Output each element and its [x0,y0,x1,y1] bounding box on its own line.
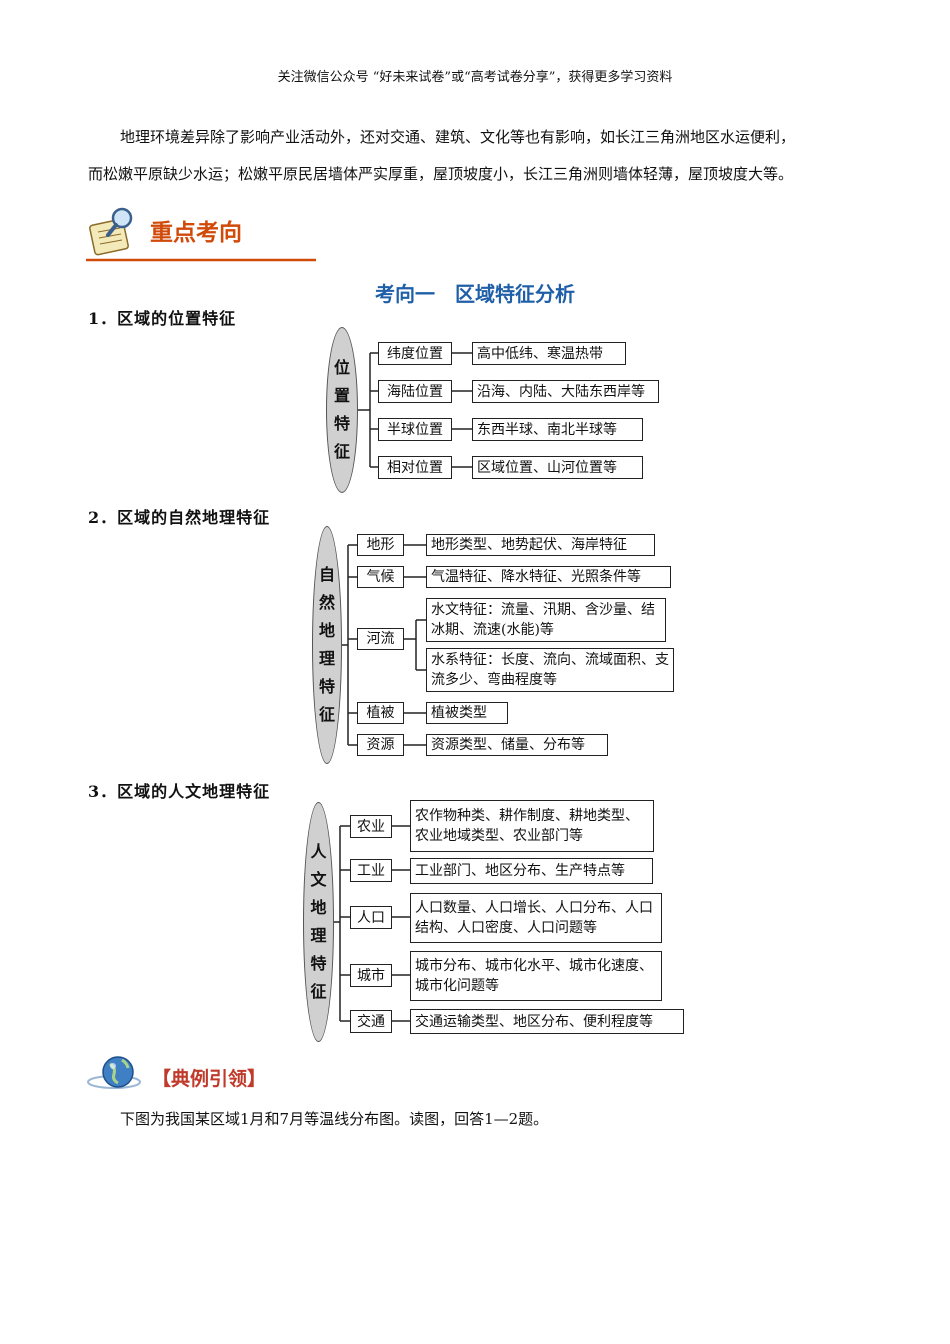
intro-line-2: 而松嫩平原缺少水运；松嫩平原民居墙体严实厚重，屋顶坡度小，长江三角洲则墙体轻薄，… [88,165,794,183]
diagram2-detail-vegetation: 植被类型 [426,702,508,724]
diagram1-label-latitude: 纬度位置 [378,342,452,365]
diagram1-detail-hemisphere: 东西半球、南北半球等 [472,418,643,441]
root-char: 然 [319,593,336,612]
diagram1-label-relative: 相对位置 [378,456,452,479]
section-title: 考向一区域特征分析 [0,278,950,307]
diagram2-label-resources: 资源 [357,734,404,756]
section-title-part1: 考向一 [375,282,435,306]
diagram3-detail-population: 人口数量、人口增长、人口分布、人口结构、人口密度、人口问题等 [410,893,662,943]
root-char: 征 [310,982,327,1001]
root-char: 文 [310,870,327,889]
diagram3-label-transport: 交通 [350,1010,392,1033]
diagram3-detail-industry: 工业部门、地区分布、生产特点等 [410,858,653,884]
example-label: 【典例引领】 [152,1068,267,1090]
diagram1-label-hemisphere: 半球位置 [378,418,452,441]
globe-icon [87,1056,141,1089]
example-text: 下图为我国某区域1月和7月等温线分布图。读图，回答1—2题。 [120,1110,549,1128]
root-char: 位 [334,358,351,377]
section-title-part2: 区域特征分析 [455,282,575,306]
diagram2-label-vegetation: 植被 [357,702,404,724]
diagram1-root-oval: 位 置 特 征 [326,327,358,493]
diagram2-label-river: 河流 [357,628,404,650]
root-char: 征 [319,705,336,724]
focus-banner: 重点考向 [86,207,316,262]
diagram2-label-climate: 气候 [357,566,404,588]
diagram2-detail-terrain: 地形类型、地势起伏、海岸特征 [426,534,655,556]
root-char: 特 [310,954,327,973]
diagram1-label-land-sea: 海陆位置 [378,380,452,403]
root-char: 理 [319,649,336,668]
root-char: 特 [319,677,336,696]
diagram2-detail-resources: 资源类型、储量、分布等 [426,734,608,756]
root-char: 人 [310,842,327,861]
root-char: 特 [334,414,351,433]
diagram3-root-oval: 人 文 地 理 特 征 [303,802,334,1042]
notebook-magnifier-icon [89,207,133,256]
intro-line-1: 地理环境差异除了影响产业活动外，还对交通、建筑、文化等也有影响，如长江三角洲地区… [120,128,796,146]
diagram2-detail-water-system: 水系特征：长度、流向、流域面积、支流多少、弯曲程度等 [426,648,674,692]
root-char: 理 [310,926,327,945]
diagram3-label-industry: 工业 [350,859,392,882]
banner-title: 重点考向 [150,219,242,246]
diagram3-detail-city: 城市分布、城市化水平、城市化速度、城市化问题等 [410,951,662,1001]
root-char: 征 [334,442,351,461]
diagram3-label-city: 城市 [350,964,392,987]
diagram1-detail-relative: 区域位置、山河位置等 [472,456,643,479]
root-char: 地 [319,621,336,640]
diagram3-detail-transport: 交通运输类型、地区分布、便利程度等 [410,1009,684,1034]
diagram3-heading: 3．区域的人文地理特征 [88,782,271,801]
root-char: 地 [310,898,327,917]
diagram3-label-agriculture: 农业 [350,815,392,838]
diagram1-detail-latitude: 高中低纬、寒温热带 [472,342,626,365]
diagram1-detail-land-sea: 沿海、内陆、大陆东西岸等 [472,380,659,403]
diagram2-detail-climate: 气温特征、降水特征、光照条件等 [426,566,671,588]
diagram2-label-terrain: 地形 [357,534,404,556]
diagram1-heading: 1．区域的位置特征 [88,309,237,328]
diagram2-detail-hydrology: 水文特征：流量、汛期、含沙量、结冰期、流速(水能)等 [426,598,666,642]
page-header: 关注微信公众号 “好未来试卷”或“高考试卷分享”，获得更多学习资料 [277,70,673,85]
diagram3-label-population: 人口 [350,906,392,929]
root-char: 置 [334,386,351,405]
root-char: 自 [319,565,336,584]
diagram2-root-oval: 自 然 地 理 特 征 [312,526,342,764]
diagram3-detail-agriculture: 农作物种类、耕作制度、耕地类型、农业地域类型、农业部门等 [410,800,654,852]
diagram2-heading: 2．区域的自然地理特征 [88,508,271,527]
